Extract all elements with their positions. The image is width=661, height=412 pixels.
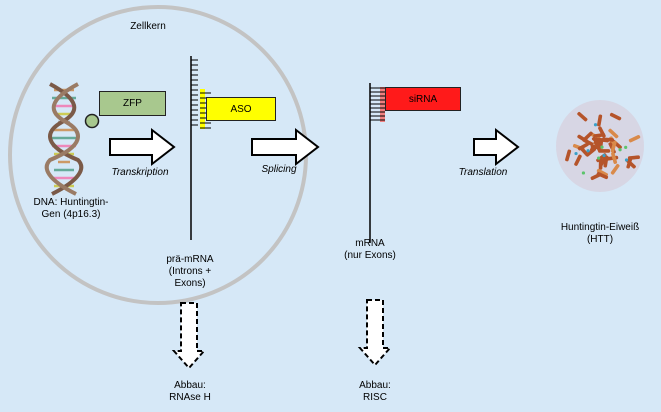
huntingtin-protein-icon xyxy=(556,100,644,192)
splicing-label: Splicing xyxy=(261,164,297,175)
pre-mrna-label: prä-mRNA (Introns + Exons) xyxy=(166,254,214,289)
degradation-left-label: Abbau: RNAse H xyxy=(169,380,211,403)
degradation-right-label: Abbau: RISC xyxy=(359,380,391,403)
dna-label: DNA: Huntingtin- Gen (4p16.3) xyxy=(33,197,109,220)
translation-arrow xyxy=(473,127,520,167)
degradation-arrow-left xyxy=(171,302,207,370)
nucleus-label: Zellkern xyxy=(130,21,166,32)
aso-box: ASO xyxy=(206,97,276,121)
zfp-binding-circle xyxy=(84,113,100,129)
transcription-arrow xyxy=(109,127,176,167)
mrna-strand xyxy=(369,83,385,243)
sirna-box: siRNA xyxy=(385,87,461,111)
zfp-box: ZFP xyxy=(99,91,166,116)
degradation-arrow-right xyxy=(357,299,393,367)
dna-helix-icon xyxy=(44,82,84,196)
splicing-arrow xyxy=(251,127,320,167)
protein-label: Huntingtin-Eiweiß (HTT) xyxy=(560,222,640,245)
pre-mrna-strand xyxy=(190,56,198,240)
transcription-label: Transkription xyxy=(111,167,169,178)
mrna-label: mRNA (nur Exons) xyxy=(344,238,396,261)
translation-label: Translation xyxy=(458,167,508,178)
